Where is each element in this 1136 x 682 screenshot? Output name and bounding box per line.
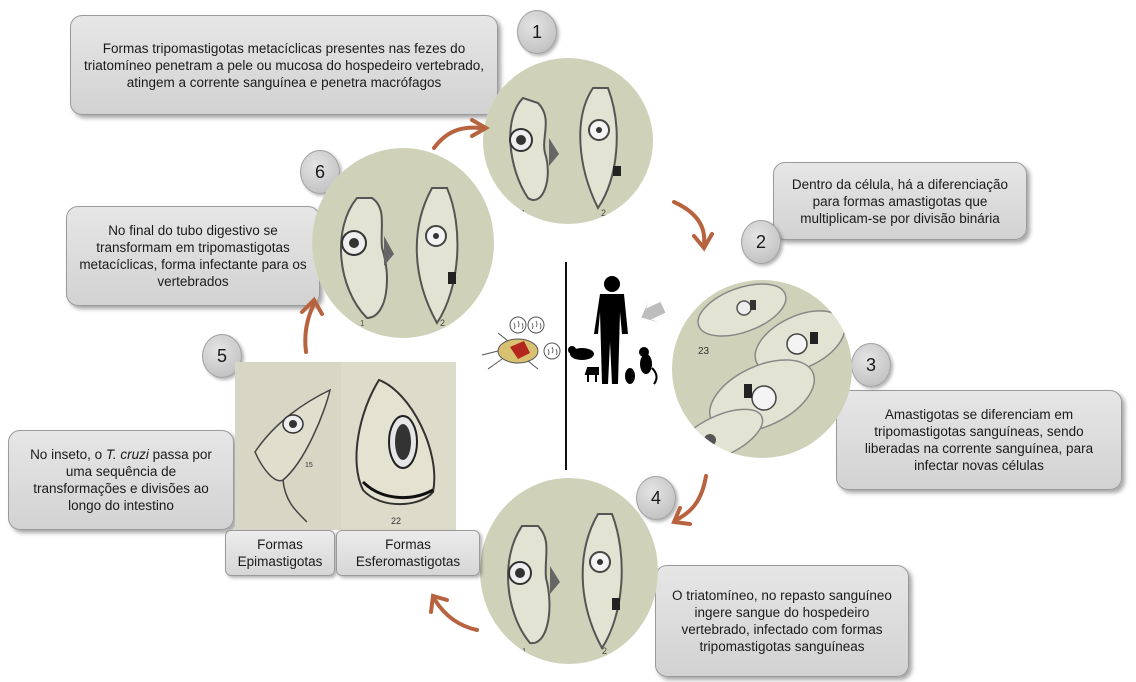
epimastigote-label: Formas Epimastigotas <box>225 530 335 576</box>
figure-number: 2 <box>601 208 606 218</box>
trypomastigote-circle-1: 1 2 <box>483 58 653 224</box>
esferomastigote-label: Formas Esferomastigotas <box>336 530 480 576</box>
figure-number: 2 <box>602 646 607 656</box>
figure-number: 2 <box>440 318 445 328</box>
esferomastigote-image: 22 <box>341 362 456 530</box>
figure-number: 22 <box>391 516 401 526</box>
metacyclic-trypomastigote-circle-6: 1 2 <box>312 148 494 338</box>
pointer-arrow-icon <box>638 300 668 328</box>
step-1-description: Formas tripomastigotas metacíclicas pres… <box>70 15 498 115</box>
cycle-arrow-3-to-4-icon <box>668 472 714 528</box>
figure-number: 23 <box>698 346 710 357</box>
step-3-description: Amastigotas se diferenciam em tripomasti… <box>836 390 1122 490</box>
cycle-arrow-6-to-1-icon <box>430 112 490 152</box>
step-4-description: O triatomíneo, no repasto sanguíneo inge… <box>655 565 909 677</box>
figure-number: 1 <box>360 319 365 328</box>
divider-line <box>565 262 567 470</box>
step-5-description: No inseto, o T. cruzi passa por uma sequ… <box>8 430 234 530</box>
triatomine-insect-illustration <box>478 315 563 377</box>
cycle-arrow-5-to-6-icon <box>292 296 328 356</box>
step-2-description: Dentro da célula, há a diferenciação par… <box>773 162 1027 240</box>
step-1-number: 1 <box>517 10 557 54</box>
vertebrate-hosts-silhouette <box>568 272 660 392</box>
step-2-number: 2 <box>741 220 781 264</box>
epimastigote-image: 15 <box>235 362 341 530</box>
step-3-number: 3 <box>851 343 891 387</box>
cycle-arrow-4-to-5-icon <box>425 590 483 636</box>
step-6-description: No final do tubo digestivo se transforma… <box>66 206 320 306</box>
amastigote-circle-3: 23 <box>672 280 852 458</box>
figure-number: 1 <box>522 647 527 656</box>
figure-number: 1 <box>521 209 526 218</box>
figure-number: 15 <box>305 462 313 469</box>
cycle-arrow-1-to-2-icon <box>668 196 718 252</box>
trypomastigote-circle-4: 1 2 <box>480 478 658 664</box>
